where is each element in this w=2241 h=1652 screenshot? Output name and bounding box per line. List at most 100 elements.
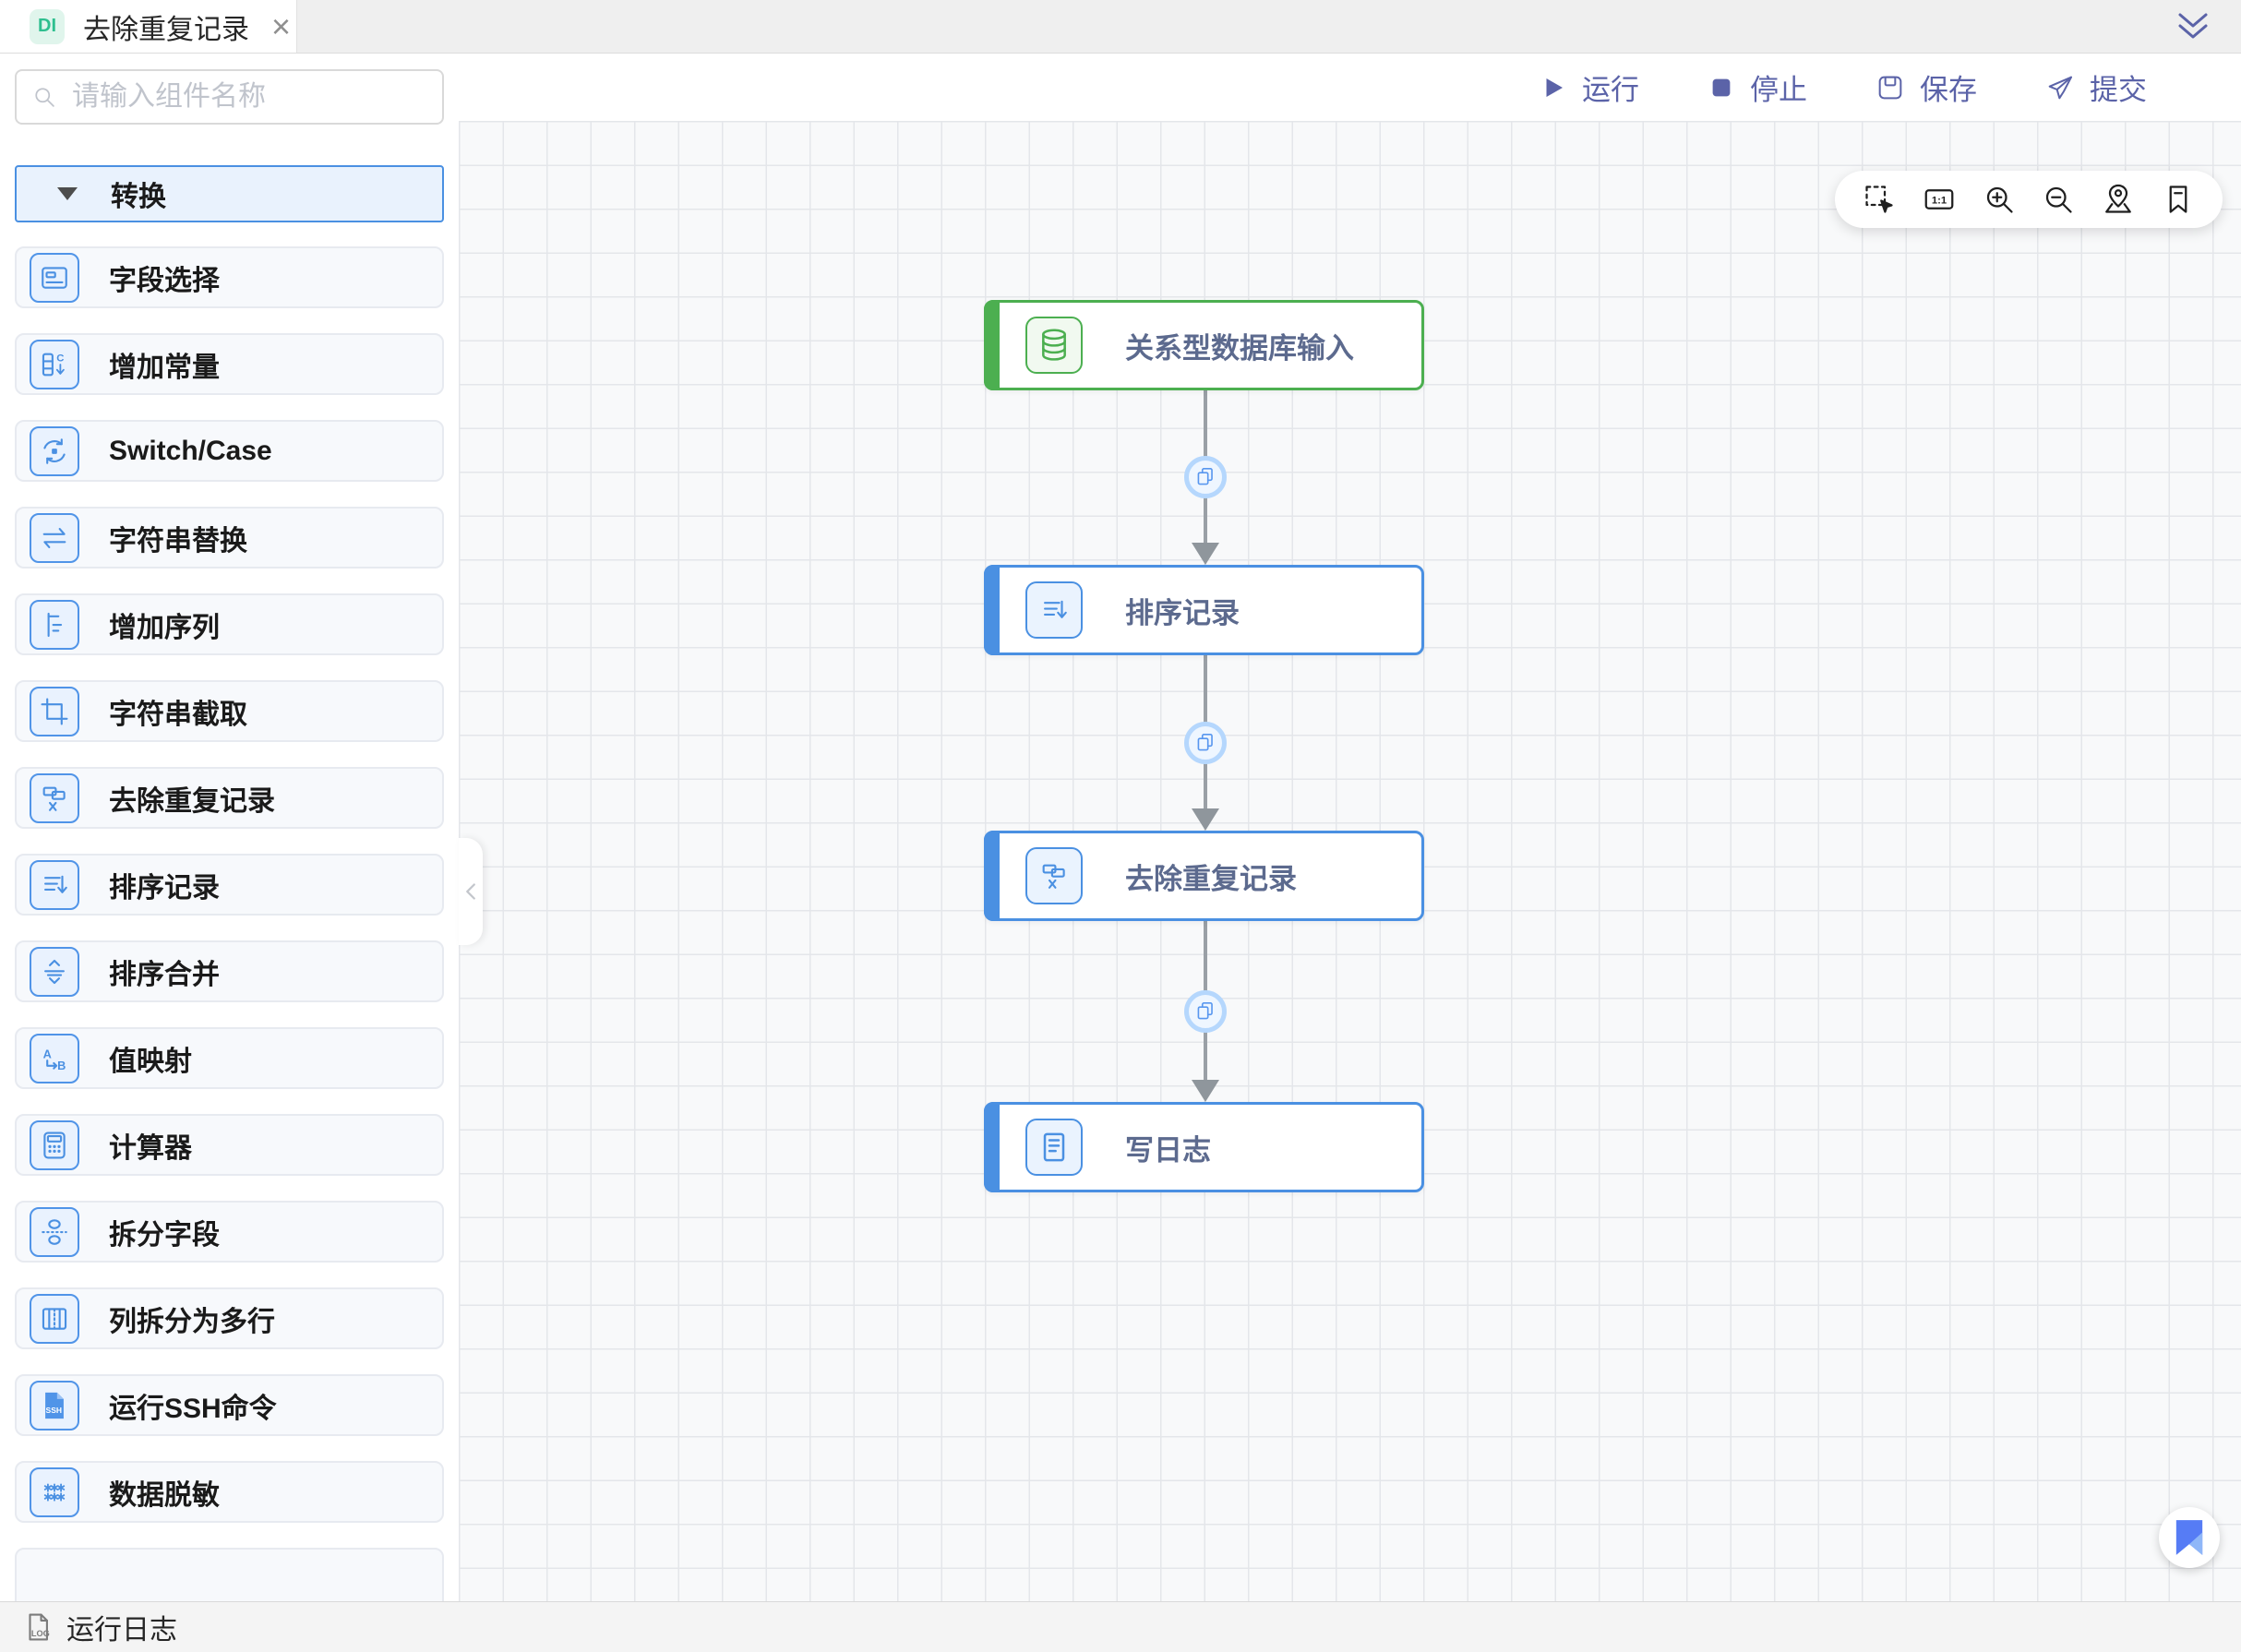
- svg-text:LOG: LOG: [31, 1629, 50, 1638]
- component-search-box[interactable]: [15, 69, 444, 125]
- sidebar-item[interactable]: 排序记录: [15, 854, 444, 916]
- locate-button[interactable]: [2102, 183, 2135, 216]
- action-toolbar: 运行 停止 保存 提交: [459, 54, 2241, 121]
- node-accent-bar: [984, 300, 1000, 390]
- save-label: 保存: [1920, 66, 1977, 108]
- node-label: 去除重复记录: [1125, 856, 1297, 897]
- play-icon: [1540, 74, 1567, 102]
- run-log-bar[interactable]: LOG 运行日志: [0, 1601, 2241, 1652]
- node-sort-records[interactable]: 排序记录: [984, 565, 1424, 655]
- copy-icon: [1193, 465, 1217, 489]
- canvas-mini-toolbar: 1:1: [1835, 171, 2223, 228]
- bookmark-solid-icon: [2174, 1518, 2205, 1557]
- node-accent-bar: [984, 831, 1000, 921]
- edge-copy-badge[interactable]: [1184, 456, 1227, 498]
- svg-text:1:1: 1:1: [1932, 196, 1947, 207]
- sidebar-item[interactable]: 数据脱敏: [15, 1461, 444, 1523]
- sidebar-item[interactable]: Switch/Case: [15, 420, 444, 482]
- submit-label: 提交: [2090, 66, 2147, 108]
- submit-button[interactable]: 提交: [2045, 66, 2147, 108]
- sidebar-item-label: 去除重复记录: [109, 778, 275, 819]
- marquee-select-icon: [1863, 183, 1896, 216]
- sidebar-item-partial[interactable]: [15, 1548, 444, 1601]
- sidebar-item-label: 排序记录: [109, 865, 220, 905]
- node-label: 写日志: [1125, 1127, 1211, 1168]
- search-input[interactable]: [70, 80, 427, 114]
- data-mask-icon: [30, 1467, 79, 1517]
- sidebar-item[interactable]: 拆分字段: [15, 1201, 444, 1263]
- sidebar-item[interactable]: 列拆分为多行: [15, 1287, 444, 1349]
- dedupe-icon: [1025, 847, 1083, 904]
- stop-icon: [1708, 74, 1735, 102]
- sidebar-item-label: 拆分字段: [109, 1212, 220, 1252]
- write-log-icon: [1025, 1119, 1083, 1176]
- svg-text:A: A: [43, 1047, 52, 1060]
- string-cut-icon: [30, 687, 79, 736]
- copy-icon: [1193, 1000, 1217, 1024]
- sidebar-item[interactable]: 字符串截取: [15, 680, 444, 742]
- sidebar-item[interactable]: 字段选择: [15, 246, 444, 308]
- sidebar-item[interactable]: C 增加常量: [15, 333, 444, 395]
- caret-down-icon: [57, 187, 78, 200]
- sidebar-item-label: 排序合并: [109, 952, 220, 992]
- string-replace-icon: [30, 513, 79, 563]
- sidebar-item-label: 增加常量: [109, 344, 220, 385]
- sidebar-collapse-handle[interactable]: [459, 838, 483, 945]
- tab-close-icon[interactable]: ×: [271, 10, 291, 43]
- stop-label: 停止: [1750, 66, 1807, 108]
- edge-arrow-icon: [1192, 808, 1219, 831]
- tab-title: 去除重复记录: [83, 6, 249, 47]
- column-split-icon: [30, 1294, 79, 1344]
- stop-button[interactable]: 停止: [1708, 66, 1807, 108]
- sidebar-item[interactable]: 计算器: [15, 1114, 444, 1176]
- run-log-label: 运行日志: [66, 1607, 177, 1647]
- group-header-transform[interactable]: 转换: [15, 165, 444, 222]
- node-relational-db-input[interactable]: 关系型数据库输入: [984, 300, 1424, 390]
- svg-text:C: C: [56, 353, 64, 364]
- one-to-one-button[interactable]: 1:1: [1923, 183, 1956, 216]
- run-button[interactable]: 运行: [1540, 66, 1639, 108]
- svg-text:B: B: [57, 1059, 66, 1072]
- tab-dedupe-job[interactable]: DI 去除重复记录 ×: [0, 0, 297, 53]
- flow-canvas[interactable]: 1:1 关系型数据库输入排序记录去除重复记录写日志: [459, 121, 2241, 1601]
- sidebar-item[interactable]: 去除重复记录: [15, 767, 444, 829]
- node-dedupe-records[interactable]: 去除重复记录: [984, 831, 1424, 921]
- zoom-in-button[interactable]: [1983, 183, 2016, 216]
- group-label: 转换: [111, 174, 166, 214]
- component-sidebar: 转换 字段选择 C 增加常量 Switch/Case 字符串替换增加序列字符串截取去除重…: [0, 54, 459, 1601]
- sidebar-item-label: 字段选择: [109, 257, 220, 298]
- sidebar-item-label: 列拆分为多行: [109, 1299, 275, 1339]
- add-sequence-icon: [30, 600, 79, 650]
- split-field-icon: [30, 1207, 79, 1257]
- node-label: 排序记录: [1125, 590, 1240, 631]
- node-accent-bar: [984, 565, 1000, 655]
- sidebar-item[interactable]: 排序合并: [15, 940, 444, 1002]
- sidebar-item[interactable]: AB值映射: [15, 1027, 444, 1089]
- sidebar-item-label: Switch/Case: [109, 436, 272, 467]
- zoom-out-button[interactable]: [2042, 183, 2075, 216]
- bookmark-fab[interactable]: [2159, 1507, 2220, 1568]
- sidebar-item-label: 增加序列: [109, 605, 220, 645]
- switch-case-icon: [30, 426, 79, 476]
- node-label: 关系型数据库输入: [1125, 325, 1354, 366]
- edge-copy-badge[interactable]: [1184, 990, 1227, 1033]
- sidebar-item[interactable]: 增加序列: [15, 593, 444, 655]
- node-accent-bar: [984, 1102, 1000, 1192]
- marquee-select-button[interactable]: [1863, 183, 1896, 216]
- sidebar-item-label: 字符串截取: [109, 691, 247, 732]
- zoom-in-icon: [1983, 183, 2016, 216]
- sidebar-item-label: 字符串替换: [109, 518, 247, 558]
- value-map-icon: AB: [30, 1034, 79, 1083]
- database-icon: [1025, 317, 1083, 374]
- sort-records-icon: [30, 860, 79, 910]
- edge-arrow-icon: [1192, 543, 1219, 565]
- node-write-log[interactable]: 写日志: [984, 1102, 1424, 1192]
- sidebar-item[interactable]: 字符串替换: [15, 507, 444, 569]
- bookmark-button[interactable]: [2162, 183, 2195, 216]
- save-button[interactable]: 保存: [1875, 66, 1977, 108]
- edge-copy-badge[interactable]: [1184, 722, 1227, 764]
- sidebar-item-label: 计算器: [109, 1125, 192, 1166]
- chevron-double-down-icon[interactable]: [2173, 10, 2213, 43]
- sidebar-item[interactable]: SSH运行SSH命令: [15, 1374, 444, 1436]
